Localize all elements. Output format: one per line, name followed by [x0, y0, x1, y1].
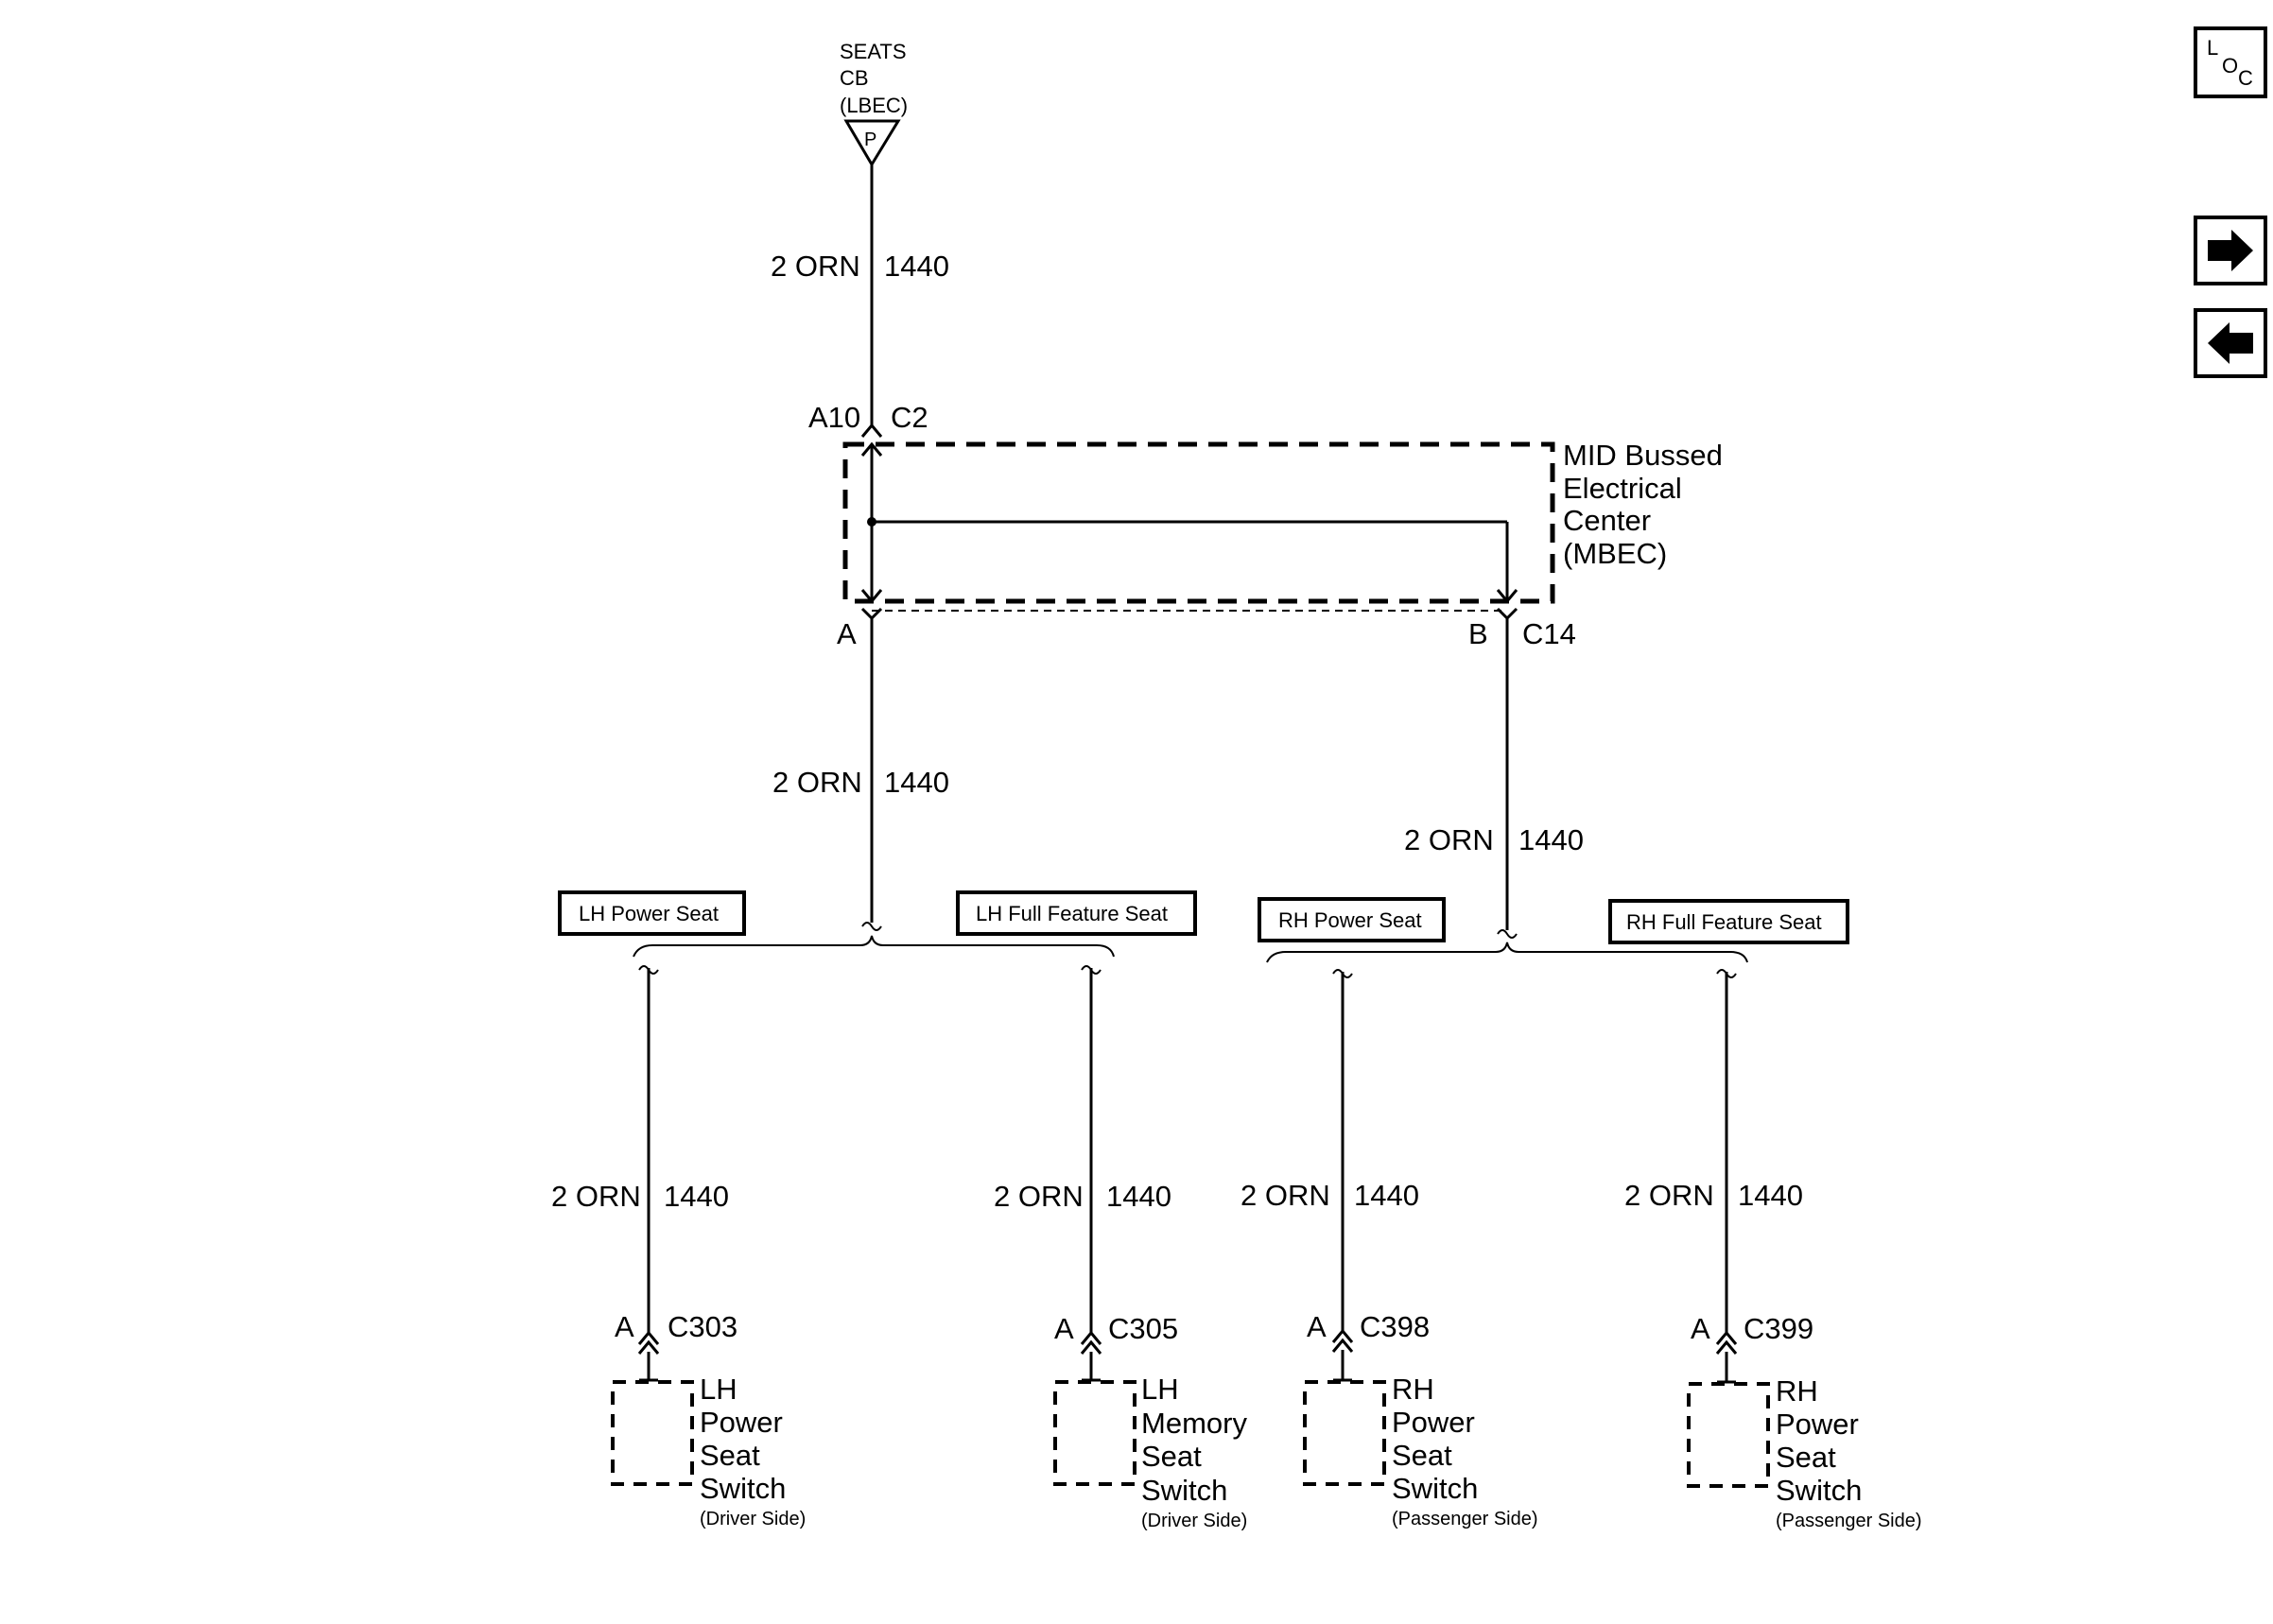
source-triangle-icon — [843, 119, 901, 167]
rh-power-seat-box — [1258, 897, 1446, 942]
loc-letter-l: L — [2207, 36, 2218, 60]
mbec-right-pin: B — [1468, 617, 1488, 650]
c399-switch-box — [1687, 1382, 1770, 1488]
connector-c399-icon — [1715, 1330, 1738, 1355]
branch-c398: 2 ORN 1440 A C398 RH Power Seat Switch (… — [1241, 969, 1538, 1529]
c305-note: (Driver Side) — [1141, 1511, 1247, 1531]
c305-pin: A — [1054, 1312, 1074, 1345]
branch-c399-gauge: 2 ORN — [1624, 1179, 1714, 1212]
lh-full-feature-seat-label: LH Full Feature Seat — [976, 902, 1168, 925]
c303-note: (Driver Side) — [700, 1509, 806, 1529]
mbec-left-pin: A — [837, 617, 857, 650]
arrow-right-icon — [2208, 230, 2253, 271]
c398-pin: A — [1307, 1310, 1327, 1343]
connector-c303-icon — [637, 1330, 660, 1355]
c399-name-line4: Switch — [1776, 1474, 1862, 1507]
arrow-left-icon — [2208, 322, 2253, 364]
c399-name-line1: RH — [1776, 1374, 1818, 1408]
right-trunk-break-icon — [1497, 929, 1518, 939]
source-fuse: SEATS CB (LBEC) P — [840, 40, 908, 167]
previous-page-button[interactable] — [2194, 308, 2267, 378]
connector-c305-icon — [1080, 1330, 1102, 1355]
c398-name-line2: Power — [1392, 1406, 1475, 1439]
mbec-line2: Electrical — [1563, 472, 1682, 505]
mbec-out-b-arrow-icon — [1496, 589, 1518, 604]
right-trunk-circuit: 1440 — [1518, 823, 1584, 856]
c398-switch-box — [1303, 1380, 1386, 1486]
c399-connector: C399 — [1744, 1312, 1813, 1345]
source-name-line1: SEATS — [840, 40, 907, 63]
c303-name-line1: LH — [700, 1373, 737, 1406]
branch-c303-circuit: 1440 — [664, 1180, 729, 1213]
lh-power-seat-box — [558, 890, 746, 936]
c305-name-line3: Seat — [1141, 1440, 1202, 1473]
c398-name-line4: Switch — [1392, 1472, 1478, 1505]
c305-name-line2: Memory — [1141, 1407, 1247, 1440]
c399-pin: A — [1691, 1312, 1710, 1345]
c303-name-line3: Seat — [700, 1439, 760, 1472]
left-trunk-gauge: 2 ORN — [772, 766, 862, 799]
lh-full-feature-seat-box — [956, 890, 1197, 936]
connector-c398-icon — [1331, 1328, 1354, 1353]
mbec-box — [842, 441, 1555, 604]
branch-c305-gauge: 2 ORN — [994, 1180, 1084, 1213]
c399-note: (Passenger Side) — [1776, 1511, 1922, 1531]
c303-name-line2: Power — [700, 1406, 783, 1439]
rh-option-group: RH Power Seat RH Full Feature Seat — [1258, 897, 1849, 963]
c303-pin: A — [615, 1310, 634, 1343]
c398-note: (Passenger Side) — [1392, 1509, 1538, 1529]
c303-connector: C303 — [668, 1310, 737, 1343]
mbec-line4: (MBEC) — [1563, 537, 1667, 570]
branch-c303: 2 ORN 1440 A C303 LH Power Seat Switch (… — [551, 965, 806, 1529]
wire-label-circuit: 1440 — [884, 250, 949, 283]
mbec-line1: MID Bussed — [1563, 439, 1723, 472]
next-page-button[interactable] — [2194, 216, 2267, 285]
c305-name-line1: LH — [1141, 1373, 1179, 1406]
c398-name-line3: Seat — [1392, 1439, 1452, 1472]
loc-icon — [2194, 26, 2267, 98]
right-trunk-gauge: 2 ORN — [1404, 823, 1494, 856]
lh-option-group: LH Power Seat LH Full Feature Seat — [558, 890, 1197, 958]
c399-name-line3: Seat — [1776, 1441, 1836, 1474]
rh-power-seat-label: RH Power Seat — [1278, 908, 1422, 932]
c305-name-line4: Switch — [1141, 1474, 1227, 1507]
loc-letter-c: C — [2238, 66, 2253, 90]
source-name-line2: CB — [840, 66, 869, 90]
c399-name-line2: Power — [1776, 1408, 1859, 1441]
branch-c399-circuit: 1440 — [1738, 1179, 1803, 1212]
left-trunk-circuit: 1440 — [884, 766, 949, 799]
mbec-component: MID Bussed Electrical Center (MBEC) — [842, 439, 1723, 612]
c2-pin: A10 — [808, 401, 860, 434]
mbec-right-connector: C14 — [1522, 617, 1576, 650]
source-name-line3: (LBEC) — [840, 94, 908, 117]
branch-c303-gauge: 2 ORN — [551, 1180, 641, 1213]
branch-c398-gauge: 2 ORN — [1241, 1179, 1330, 1212]
c2-connector: C2 — [891, 401, 928, 434]
loc-letter-o: O — [2222, 54, 2238, 78]
mbec-line3: Center — [1563, 504, 1651, 537]
source-symbol-letter: P — [864, 130, 876, 150]
rh-full-feature-seat-box — [1608, 899, 1849, 944]
lh-option-brace — [633, 935, 1115, 958]
c398-connector: C398 — [1360, 1310, 1430, 1343]
connector-c2-female-icon — [860, 423, 883, 438]
rh-option-brace — [1266, 942, 1748, 963]
connector-mbec-b-icon — [1496, 607, 1518, 621]
lh-power-seat-label: LH Power Seat — [579, 902, 719, 925]
mbec-out-a-arrow-icon — [860, 589, 883, 604]
c305-connector: C305 — [1108, 1312, 1178, 1345]
c303-name-line4: Switch — [700, 1472, 786, 1505]
branch-c305: 2 ORN 1440 A C305 LH Memory Seat Switch … — [994, 965, 1247, 1531]
rh-full-feature-seat-label: RH Full Feature Seat — [1626, 910, 1822, 934]
loc-button[interactable]: L O C — [2194, 26, 2267, 98]
wire-label-gauge: 2 ORN — [771, 250, 860, 283]
branch-c305-circuit: 1440 — [1106, 1180, 1171, 1213]
c305-switch-box — [1053, 1380, 1136, 1486]
branch-c398-circuit: 1440 — [1354, 1179, 1419, 1212]
c398-name-line1: RH — [1392, 1373, 1434, 1406]
left-trunk-break-icon — [861, 922, 882, 931]
branch-c399: 2 ORN 1440 A C399 RH Power Seat Switch (… — [1624, 969, 1922, 1531]
c303-switch-box — [611, 1380, 694, 1486]
